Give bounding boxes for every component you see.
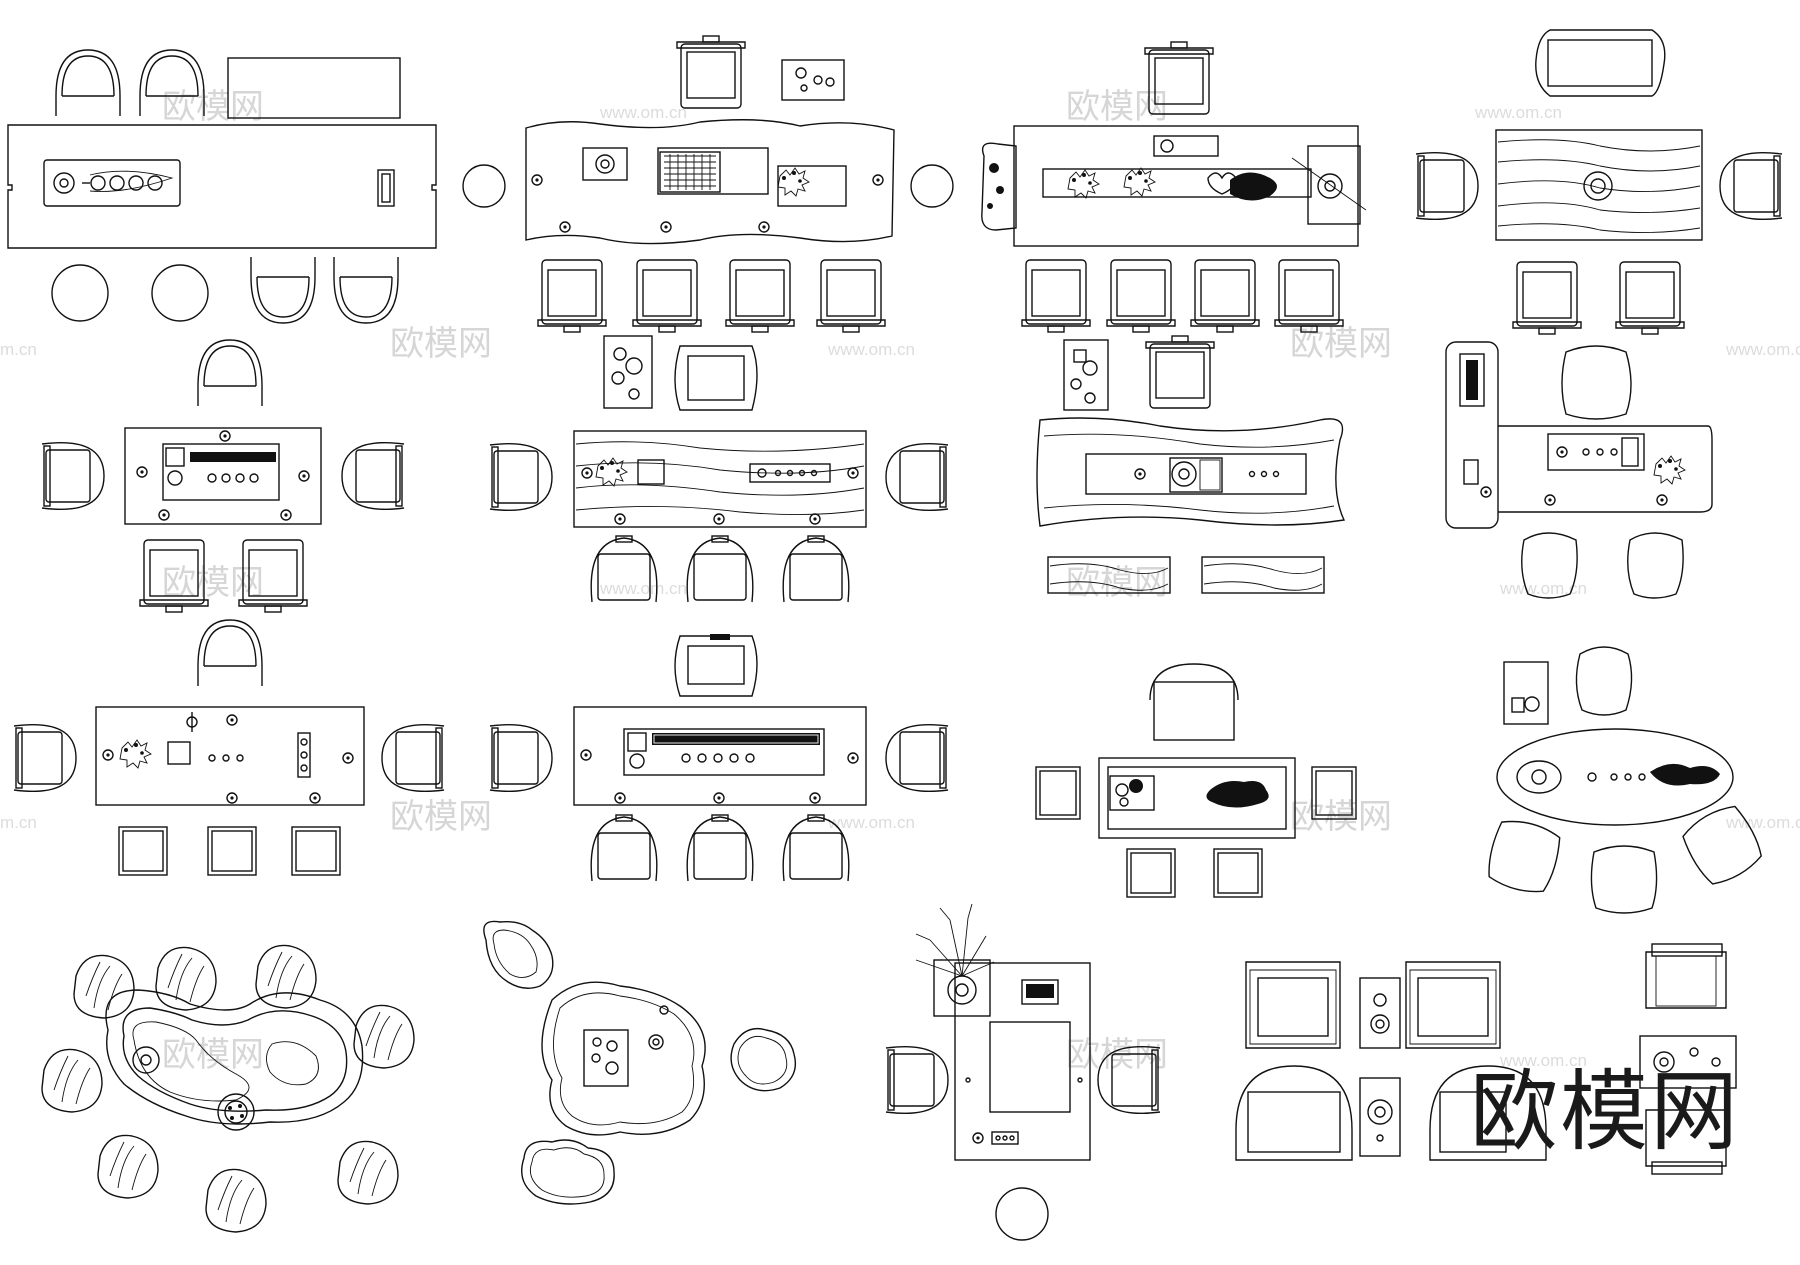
tea-table-set-10 (489, 634, 949, 882)
tea-table-set-15 (885, 903, 1161, 1241)
watermark-url-text: www.om.cn (599, 579, 687, 598)
watermark-brand-text: 欧模网 (1066, 87, 1168, 127)
brand-logo-text: 欧模网 (1470, 1060, 1741, 1163)
watermark-brand-text: 欧模网 (1290, 797, 1392, 837)
watermark-brand-text: 欧模网 (390, 797, 492, 837)
tea-table-set-7 (1036, 335, 1346, 594)
tea-table-set-4 (1415, 29, 1783, 335)
watermark-brand-text: 欧模网 (1066, 1035, 1168, 1075)
tea-table-set-1 (7, 49, 506, 324)
tea-table-set-16 (1235, 943, 1737, 1175)
watermark-brand-text: 欧模网 (162, 1035, 264, 1075)
tea-table-set-5 (41, 339, 405, 613)
watermark-brand-text: 欧模网 (390, 324, 492, 364)
watermark-brand-text: 欧模网 (1066, 563, 1168, 603)
tea-table-set-12 (1488, 646, 1763, 914)
tea-table-set-3 (981, 41, 1367, 333)
tea-table-set-6 (489, 335, 949, 603)
watermark-url-text: www.om.cn (1474, 103, 1562, 122)
watermark-brand-text: 欧模网 (1290, 324, 1392, 364)
tea-table-set-9 (13, 619, 445, 876)
tea-table-set-11 (1035, 663, 1357, 898)
watermark-url-text: m.cn (0, 340, 37, 359)
watermark-url-text: www.om.cn (827, 813, 915, 832)
watermark-url-text: www.om.cn (599, 103, 687, 122)
tea-table-set-13 (41, 944, 415, 1233)
watermark-url-text: www.om.cn (827, 340, 915, 359)
watermark-url-text: www.om.cn (1499, 1051, 1587, 1070)
watermark-layer: 欧模网 www.om.cn 欧模网 www.om.cn m.cn 欧模网 www… (0, 87, 1800, 1075)
tea-table-set-8 (1445, 341, 1713, 599)
watermark-url-text: www.om.cn (1725, 813, 1800, 832)
watermark-brand-text: 欧模网 (162, 87, 264, 127)
tea-table-set-2 (525, 35, 954, 333)
watermark-url-text: www.om.cn (1725, 340, 1800, 359)
tea-table-set-14 (483, 920, 797, 1205)
watermark-url-text: m.cn (0, 813, 37, 832)
watermark-url-text: www.om.cn (1499, 579, 1587, 598)
